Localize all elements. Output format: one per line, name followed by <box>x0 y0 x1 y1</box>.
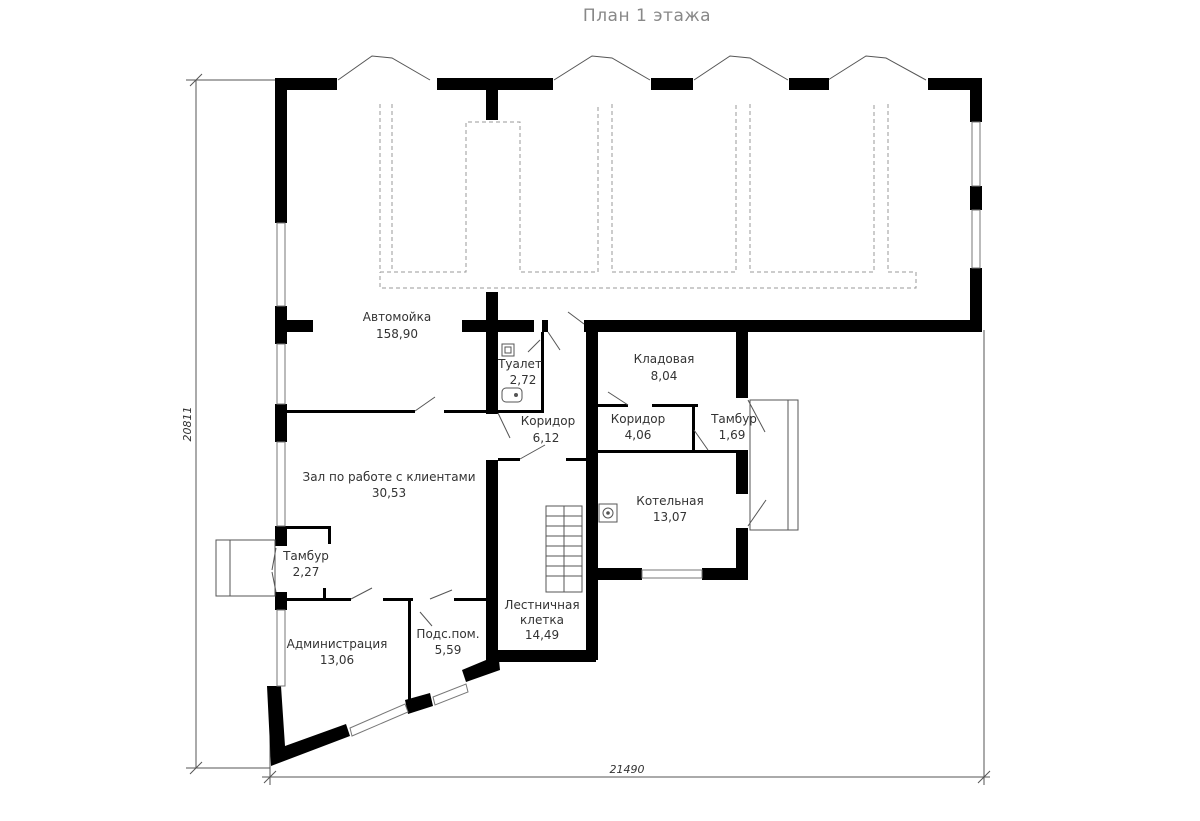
windows <box>276 121 981 737</box>
dimension-lines <box>186 73 991 785</box>
room-name: клетка <box>520 613 564 627</box>
room-area: 14,49 <box>525 628 559 642</box>
wash-bays <box>379 104 917 289</box>
partitions <box>285 332 736 702</box>
room-name: Кладовая <box>634 352 695 366</box>
room-area: 30,53 <box>372 486 406 500</box>
plan-title: План 1 этажа <box>583 6 711 26</box>
room-name: Котельная <box>636 494 703 508</box>
room-area: 13,06 <box>320 653 354 667</box>
width-dimension: 21490 <box>610 763 645 776</box>
room-area: 2,72 <box>510 373 537 387</box>
room-name: Коридор <box>611 412 666 426</box>
room-area: 13,07 <box>653 510 687 524</box>
room-name: Автомойка <box>363 310 431 324</box>
room-area: 158,90 <box>376 327 418 341</box>
room-name: Администрация <box>287 637 388 651</box>
boiler-symbol <box>598 503 618 523</box>
toilet-fixtures <box>501 343 523 403</box>
top-gates <box>337 55 927 81</box>
room-area: 8,04 <box>651 369 678 383</box>
walls <box>267 78 982 766</box>
room-area: 1,69 <box>719 428 746 442</box>
height-dimension: 20811 <box>181 407 194 442</box>
room-name: Зал по работе с клиентами <box>303 470 476 484</box>
room-name: Тамбур <box>282 549 329 563</box>
room-area: 2,27 <box>293 565 320 579</box>
room-name: Лестничная <box>504 598 579 612</box>
room-labels: Автомойка 158,90 Туалет 2,72 Кладовая 8,… <box>282 310 757 667</box>
porches <box>215 399 799 597</box>
room-name: Туалет <box>497 357 542 371</box>
room-area: 6,12 <box>533 431 560 445</box>
room-name: Подс.пом. <box>416 627 479 641</box>
staircase <box>545 505 583 593</box>
room-name: Коридор <box>521 414 576 428</box>
room-area: 4,06 <box>625 428 652 442</box>
room-name: Тамбур <box>710 412 757 426</box>
room-area: 5,59 <box>435 643 462 657</box>
